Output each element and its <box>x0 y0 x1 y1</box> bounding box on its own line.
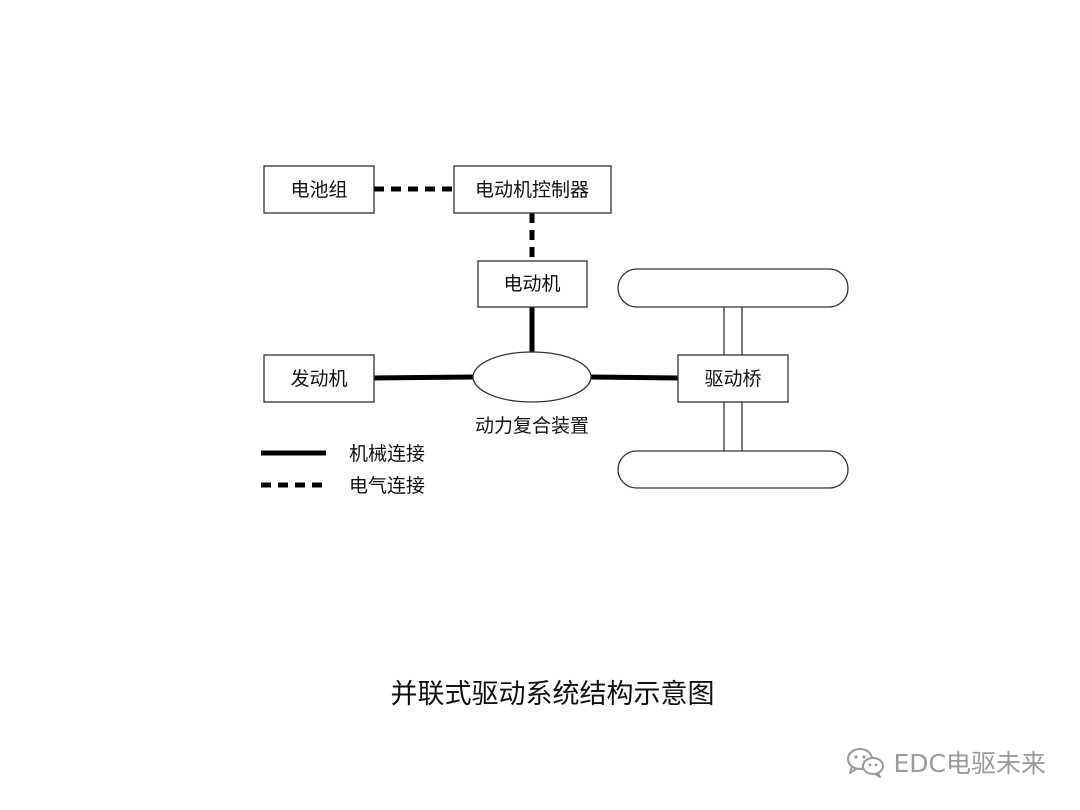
motor-box: 电动机 <box>477 260 588 308</box>
diagram-caption: 并联式驱动系统结构示意图 <box>390 679 715 710</box>
motor-label: 电动机 <box>503 273 560 295</box>
legend-mechanical-label: 机械连接 <box>349 443 425 465</box>
battery-label: 电池组 <box>290 179 347 201</box>
engine-label: 发动机 <box>290 368 347 390</box>
power-coupling-ellipse <box>472 351 592 403</box>
watermark: EDC电驱未来 <box>845 744 1046 780</box>
watermark-text: EDC电驱未来 <box>893 749 1046 778</box>
coupling-axle-mechanical-link <box>589 374 679 381</box>
lower-wheel <box>617 450 849 489</box>
battery-box: 电池组 <box>263 165 375 214</box>
engine-coupling-mechanical-link <box>373 374 475 381</box>
drive-axle-box: 驱动桥 <box>677 354 789 403</box>
drive-axle-label: 驱动桥 <box>704 368 761 390</box>
wechat-icon <box>847 748 885 778</box>
upper-wheel <box>617 268 849 308</box>
motor-controller-label: 电动机控制器 <box>475 179 589 201</box>
motor-controller-box: 电动机控制器 <box>453 165 612 214</box>
legend-electrical-label: 电气连接 <box>349 475 425 497</box>
power-coupling-label: 动力复合装置 <box>475 415 589 437</box>
engine-box: 发动机 <box>263 354 375 403</box>
